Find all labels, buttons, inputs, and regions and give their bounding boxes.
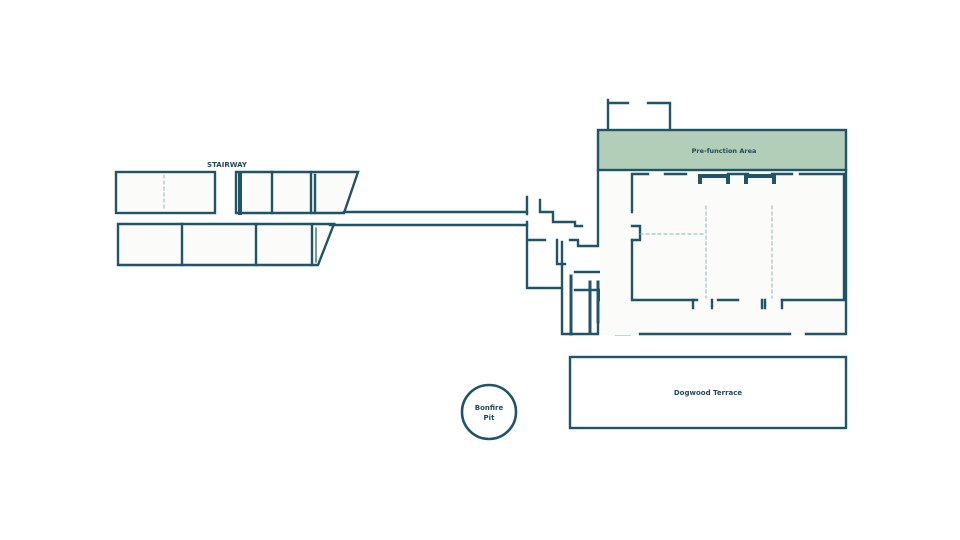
dogwood-terrace-label: Dogwood Terrace	[674, 389, 743, 397]
dogwood-terrace[interactable]	[568, 355, 848, 430]
bonfire-label-line1: Bonfire	[475, 404, 504, 412]
stairway-label: STAIRWAY	[207, 161, 248, 169]
prefunction-area[interactable]	[596, 128, 848, 172]
door-frame	[744, 174, 776, 184]
hall-north-wall	[630, 172, 846, 310]
door-frame	[698, 174, 730, 184]
door-frame	[691, 298, 784, 310]
corridor	[328, 195, 584, 290]
corridor-end	[525, 220, 567, 290]
west-wing	[114, 170, 360, 267]
main-hall-floor	[600, 170, 846, 335]
stairway-block	[234, 170, 360, 215]
bonfire-label-line2: Pit	[484, 414, 496, 422]
main-building	[596, 128, 848, 336]
main-south-wall	[638, 168, 848, 336]
hall-west-step	[630, 224, 642, 242]
corridor-end	[525, 195, 584, 228]
room-west-upper-1[interactable]	[114, 170, 217, 215]
prefunction-label: Pre-function Area	[692, 147, 757, 155]
bonfire-pit[interactable]	[460, 383, 518, 441]
west-lower-block	[116, 222, 336, 267]
